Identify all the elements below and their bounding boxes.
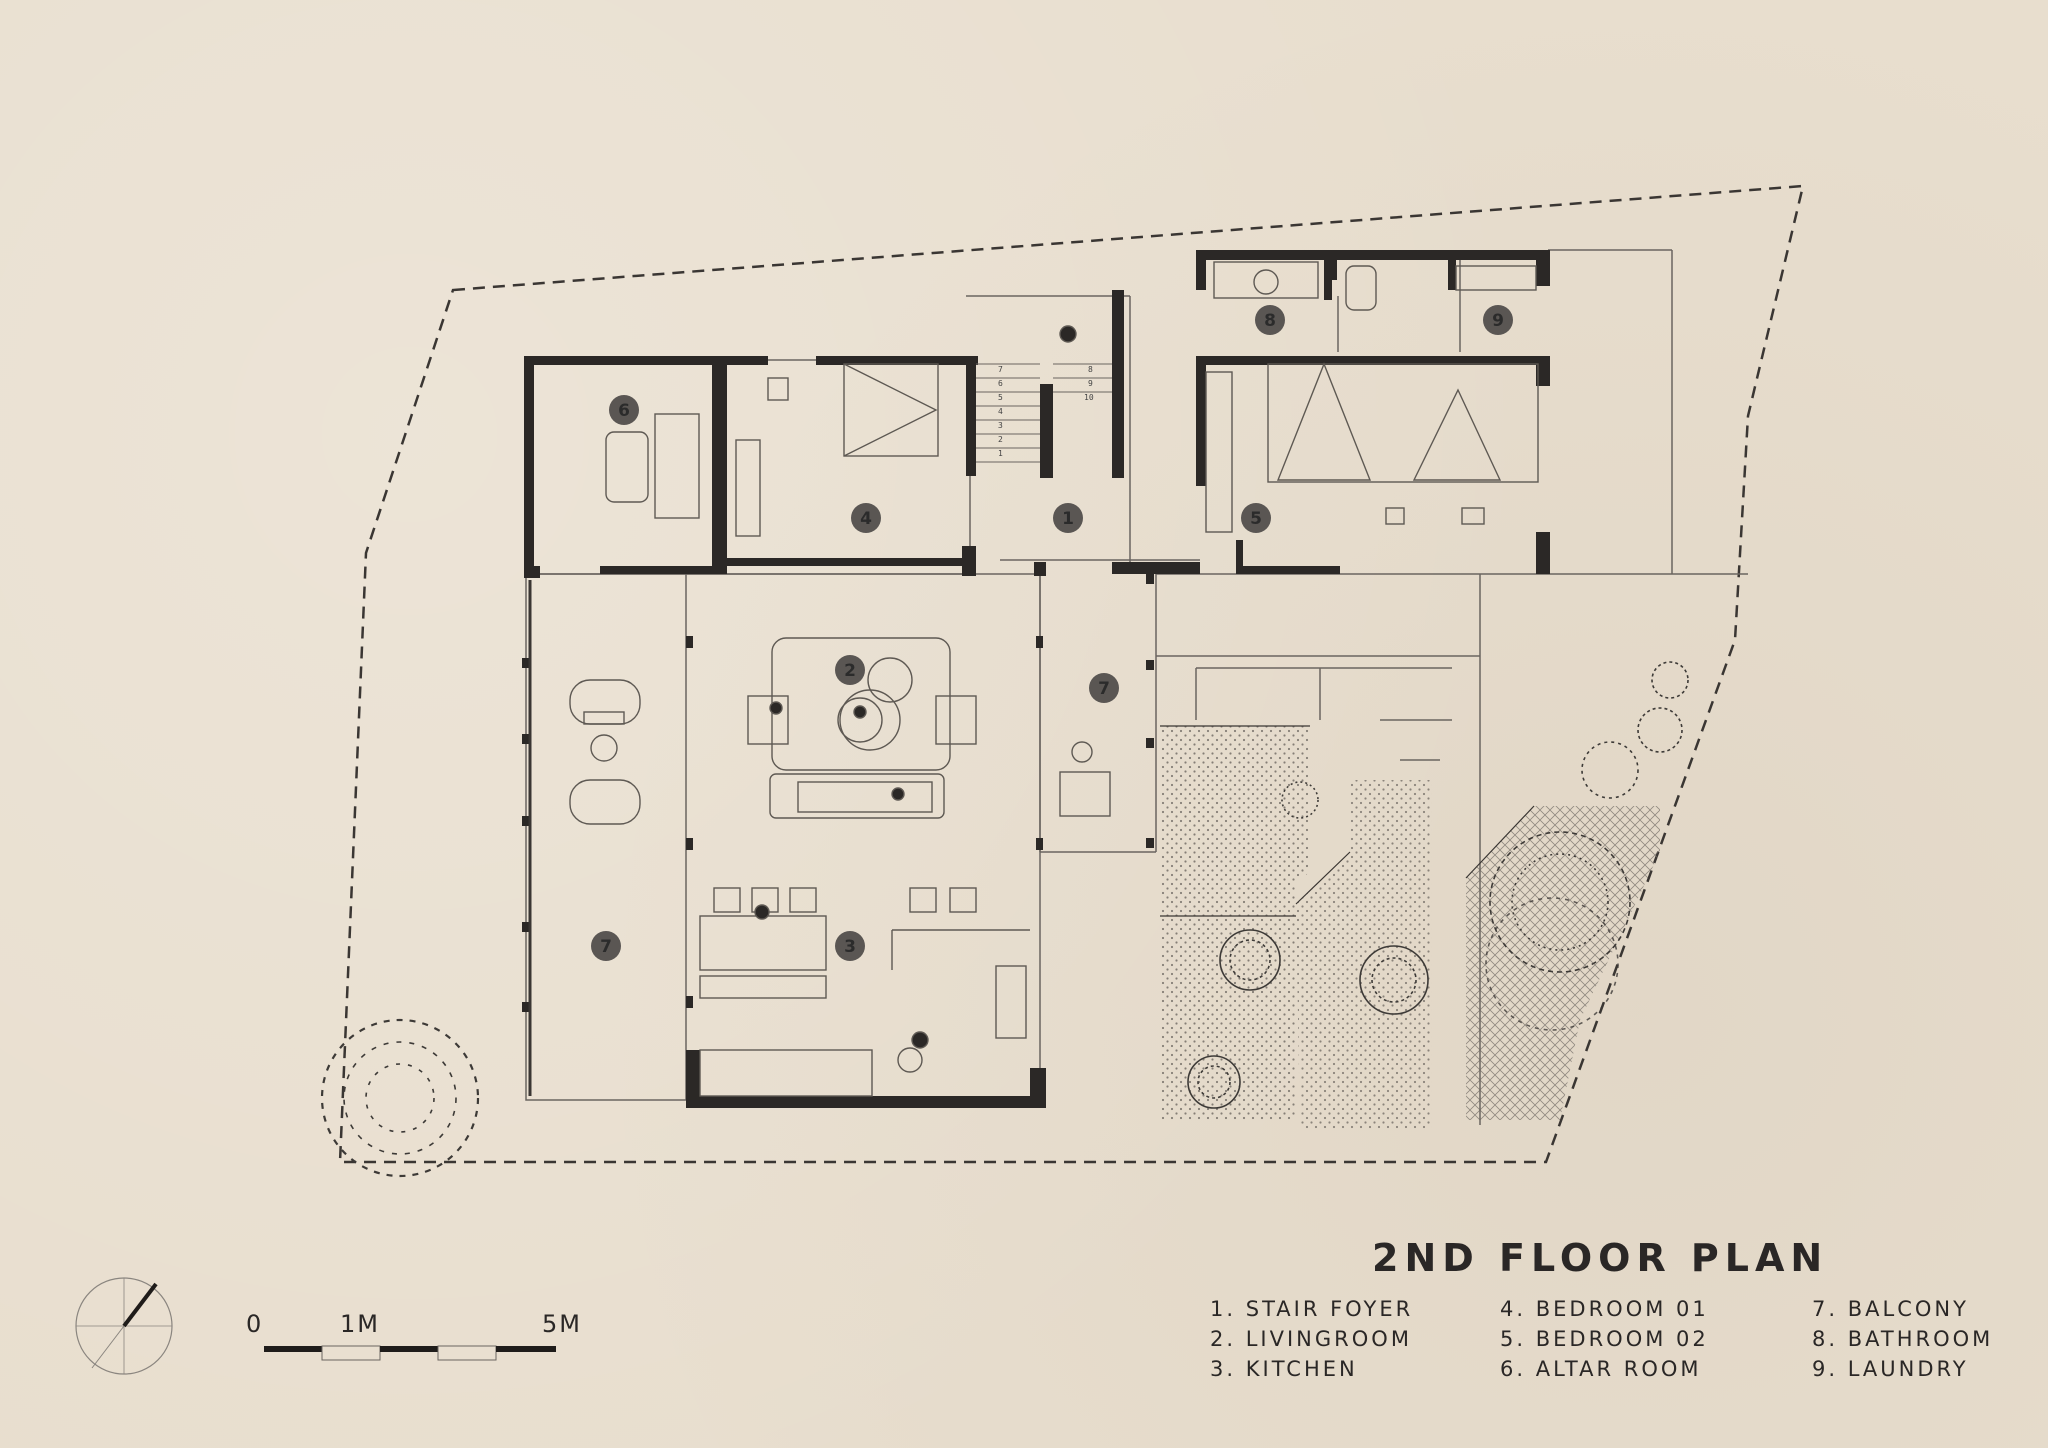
scale-label-0: 0 [246, 1310, 264, 1338]
svg-text:8: 8 [1088, 365, 1093, 374]
room-marker-7-large: 7 [591, 931, 621, 961]
scale-label-1m: 1M [340, 1310, 380, 1338]
legend-item: 8. BATHROOM [1812, 1327, 1994, 1351]
trees [320, 661, 1689, 1178]
furniture [569, 261, 1539, 1097]
svg-text:10: 10 [1084, 393, 1094, 402]
legend-item: 9. LAUNDRY [1812, 1357, 1969, 1381]
room-marker-2: 2 [835, 655, 865, 685]
svg-text:8: 8 [1264, 311, 1276, 331]
site-boundary [338, 184, 1805, 1164]
legend-column-2: 4. BEDROOM 01 5. BEDROOM 02 6. ALTAR ROO… [1500, 1294, 1709, 1384]
svg-text:7: 7 [998, 365, 1003, 374]
legend-item: 2. LIVINGROOM [1210, 1327, 1412, 1351]
svg-text:6: 6 [618, 401, 630, 421]
room-marker-4: 4 [851, 503, 881, 533]
svg-text:3: 3 [998, 421, 1003, 430]
landscape-beds [1160, 725, 1660, 1130]
room-markers: 1 2 3 4 5 6 7 7 8 9 [591, 305, 1513, 961]
room-marker-9: 9 [1483, 305, 1513, 335]
room-marker-7-small: 7 [1089, 673, 1119, 703]
scale-bar [264, 1345, 556, 1361]
drawing-title: 2ND FLOOR PLAN [1372, 1236, 1829, 1280]
svg-text:7: 7 [600, 937, 612, 957]
north-arrow-icon [75, 1277, 173, 1375]
legend-item: 4. BEDROOM 01 [1500, 1297, 1709, 1321]
room-marker-8: 8 [1255, 305, 1285, 335]
room-marker-1: 1 [1053, 503, 1083, 533]
room-marker-5: 5 [1241, 503, 1271, 533]
svg-text:3: 3 [844, 937, 856, 957]
svg-text:2: 2 [998, 435, 1003, 444]
svg-text:2: 2 [844, 661, 856, 681]
svg-text:9: 9 [1492, 311, 1504, 331]
legend-column-1: 1. STAIR FOYER 2. LIVINGROOM 3. KITCHEN [1210, 1294, 1413, 1384]
svg-text:1: 1 [1062, 509, 1074, 529]
legend-item: 7. BALCONY [1812, 1297, 1969, 1321]
stair-numbers: 7 6 5 4 3 2 1 8 9 10 [998, 365, 1094, 458]
legend-item: 1. STAIR FOYER [1210, 1297, 1414, 1321]
svg-text:1: 1 [998, 449, 1003, 458]
room-marker-6: 6 [609, 395, 639, 425]
svg-text:9: 9 [1088, 379, 1093, 388]
svg-text:4: 4 [998, 407, 1003, 416]
scale-label-5m: 5M [542, 1310, 582, 1338]
svg-text:5: 5 [998, 393, 1003, 402]
walls [522, 250, 1550, 1108]
svg-text:4: 4 [860, 509, 872, 529]
svg-text:5: 5 [1250, 509, 1262, 529]
room-marker-3: 3 [835, 931, 865, 961]
legend-item: 6. ALTAR ROOM [1500, 1357, 1702, 1381]
svg-text:6: 6 [998, 379, 1003, 388]
thin-lines [525, 249, 1748, 1125]
legend-item: 3. KITCHEN [1210, 1357, 1358, 1381]
svg-text:7: 7 [1098, 679, 1110, 699]
legend-item: 5. BEDROOM 02 [1500, 1327, 1709, 1351]
legend-column-3: 7. BALCONY 8. BATHROOM 9. LAUNDRY [1812, 1294, 1993, 1384]
